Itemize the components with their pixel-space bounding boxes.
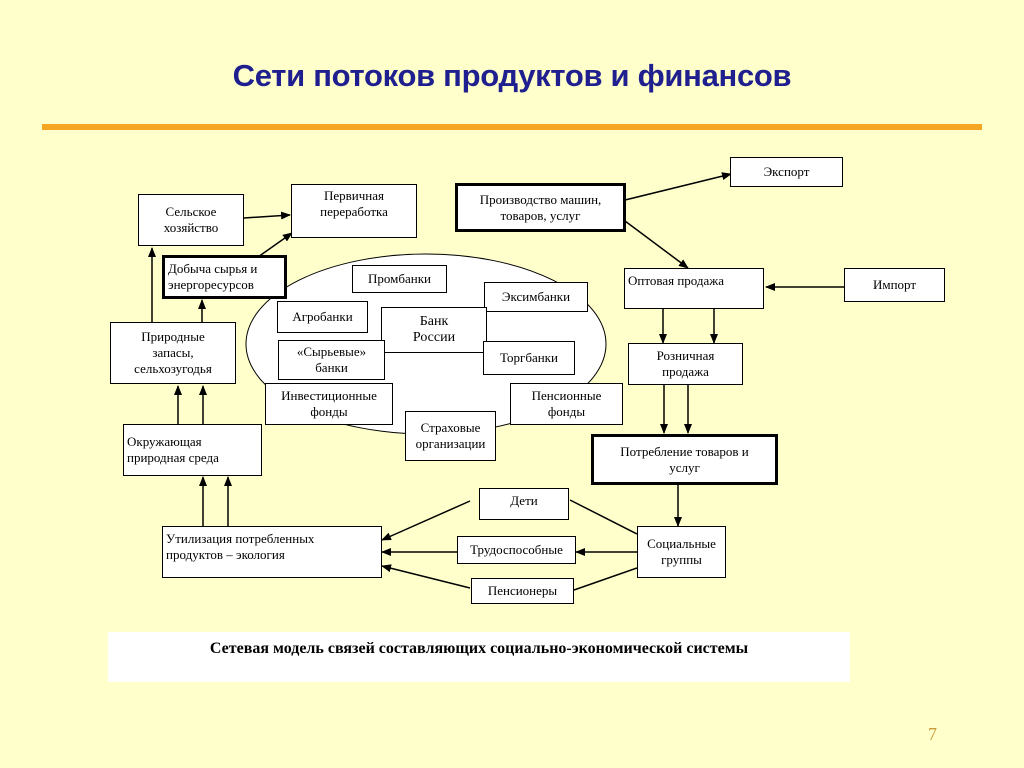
title-underline (42, 124, 982, 130)
node-trudosposobnye: Трудоспособные (457, 536, 576, 564)
node-roznichnaya-prodazha: Розничная продажа (628, 343, 743, 385)
node-eksport: Экспорт (730, 157, 843, 187)
node-optovaya-prodazha: Оптовая продажа (624, 268, 764, 309)
node-strahovye-organizacii: Страховые организации (405, 411, 496, 461)
node-agrobanki: Агробанки (277, 301, 368, 333)
node-torgbanki: Торгбанки (483, 341, 575, 375)
arrow-deti-utilizaciya (381, 500, 471, 541)
arrow-pensionery-utilizaciya (381, 564, 471, 589)
arrow-selskoe-pervichnaya (243, 211, 291, 220)
line-socialnye-pensionery (573, 567, 638, 591)
node-pensionery: Пенсионеры (471, 578, 574, 604)
node-pervichnaya-pererabotka: Первичная переработка (291, 184, 417, 238)
node-dobycha: Добыча сырья и энергоресурсов (162, 255, 287, 299)
node-selskoe-hozyaistvo: Сельское хозяйство (138, 194, 244, 246)
arrow-proizvodstvo-optovaya (624, 220, 689, 269)
arrow-dobycha-pervichnaya (257, 232, 293, 258)
node-utilizaciya: Утилизация потребленных продуктов – экол… (162, 526, 382, 578)
node-proizvodstvo: Производство машин, товаров, услуг (455, 183, 626, 232)
node-import: Импорт (844, 268, 945, 302)
node-investicionnye-fondy: Инвестиционные фонды (265, 383, 393, 425)
node-potreblenie: Потребление товаров и услуг (591, 434, 778, 485)
arrow-proizvodstvo-eksport (624, 172, 732, 201)
node-deti: Дети (479, 488, 569, 520)
node-eksimbanki: Эксимбанки (484, 282, 588, 312)
node-prirodnye-zapasy: Природные запасы, сельхозугодья (110, 322, 236, 384)
page-title: Сети потоков продуктов и финансов (232, 58, 792, 93)
node-syrievye-banki: «Сырьевые» банки (278, 340, 385, 380)
node-socialnye-gruppy: Социальные группы (637, 526, 726, 578)
line-socialnye-deti (569, 499, 638, 535)
node-pensionnye-fondy: Пенсионные фонды (510, 383, 623, 425)
node-okruzhayuschaya-sreda: Окружающая природная среда (123, 424, 262, 476)
page-number: 7 (928, 724, 937, 744)
node-prombanki: Промбанки (352, 265, 447, 293)
node-bank-rossii: Банк России (381, 307, 487, 353)
diagram-caption: Сетевая модель связей составляющих социа… (108, 632, 850, 682)
